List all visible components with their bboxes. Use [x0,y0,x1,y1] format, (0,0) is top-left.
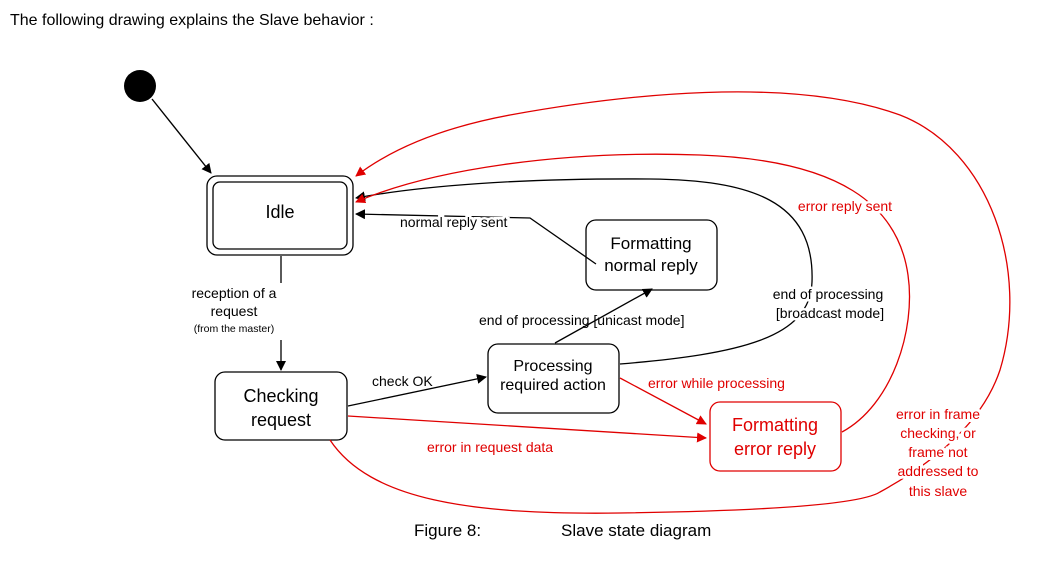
label-reception-line2: request [211,303,258,319]
transition-error-reply-sent [355,153,911,433]
state-checking-request: Checking request [214,371,348,441]
state-idle: Idle [206,175,354,256]
label-error-request-data: error in request data [427,439,553,455]
transition-end-broadcast [355,178,813,365]
label-error-reply-sent: error reply sent [798,198,892,214]
checking-label-line2: request [251,410,311,430]
transition-error-processing [619,377,707,425]
label-error-frame: error in frame checking, or frame not ad… [893,403,983,502]
transition-error-frame [329,91,1011,514]
intro-text: The following drawing explains the Slave… [10,12,374,29]
error-reply-label-line2: error reply [734,439,816,459]
label-normal-reply-sent: normal reply sent [400,214,507,230]
normal-reply-label-line2: normal reply [604,256,698,275]
state-processing: Processing required action [487,343,620,414]
label-error-frame-line2: checking, or [900,425,976,441]
label-check-ok: check OK [372,373,433,389]
checking-label-line1: Checking [243,386,318,406]
label-error-frame-line5: this slave [909,483,968,499]
transition-end-unicast [554,288,653,344]
label-end-broadcast-line1: end of processing [773,286,884,302]
label-error-frame-line3: frame not [908,444,967,460]
initial-state [124,70,156,102]
transition-normal-reply-sent [355,209,597,265]
label-reception-note: (from the master) [194,323,275,335]
state-formatting-normal-reply: Formatting normal reply [585,219,718,291]
error-reply-label-line1: Formatting [732,415,818,435]
initial-transition [151,98,212,174]
transition-error-request-data [347,415,707,443]
processing-label-line2: required action [500,377,606,394]
label-end-unicast: end of processing [unicast mode] [479,312,684,328]
idle-label: Idle [265,202,294,222]
label-error-frame-line4: addressed to [898,463,979,479]
label-end-broadcast-line2: [broadcast mode] [776,305,884,321]
label-error-processing: error while processing [648,375,785,391]
processing-label-line1: Processing [513,358,592,375]
transition-check-ok [347,373,487,407]
normal-reply-label-line1: Formatting [610,234,691,253]
state-formatting-error-reply: Formatting error reply [709,401,842,472]
figure-number: Figure 8: [414,521,482,540]
figure-title: Slave state diagram [561,521,712,540]
label-error-frame-line1: error in frame [896,406,980,422]
label-reception-line1: reception of a [192,285,277,301]
